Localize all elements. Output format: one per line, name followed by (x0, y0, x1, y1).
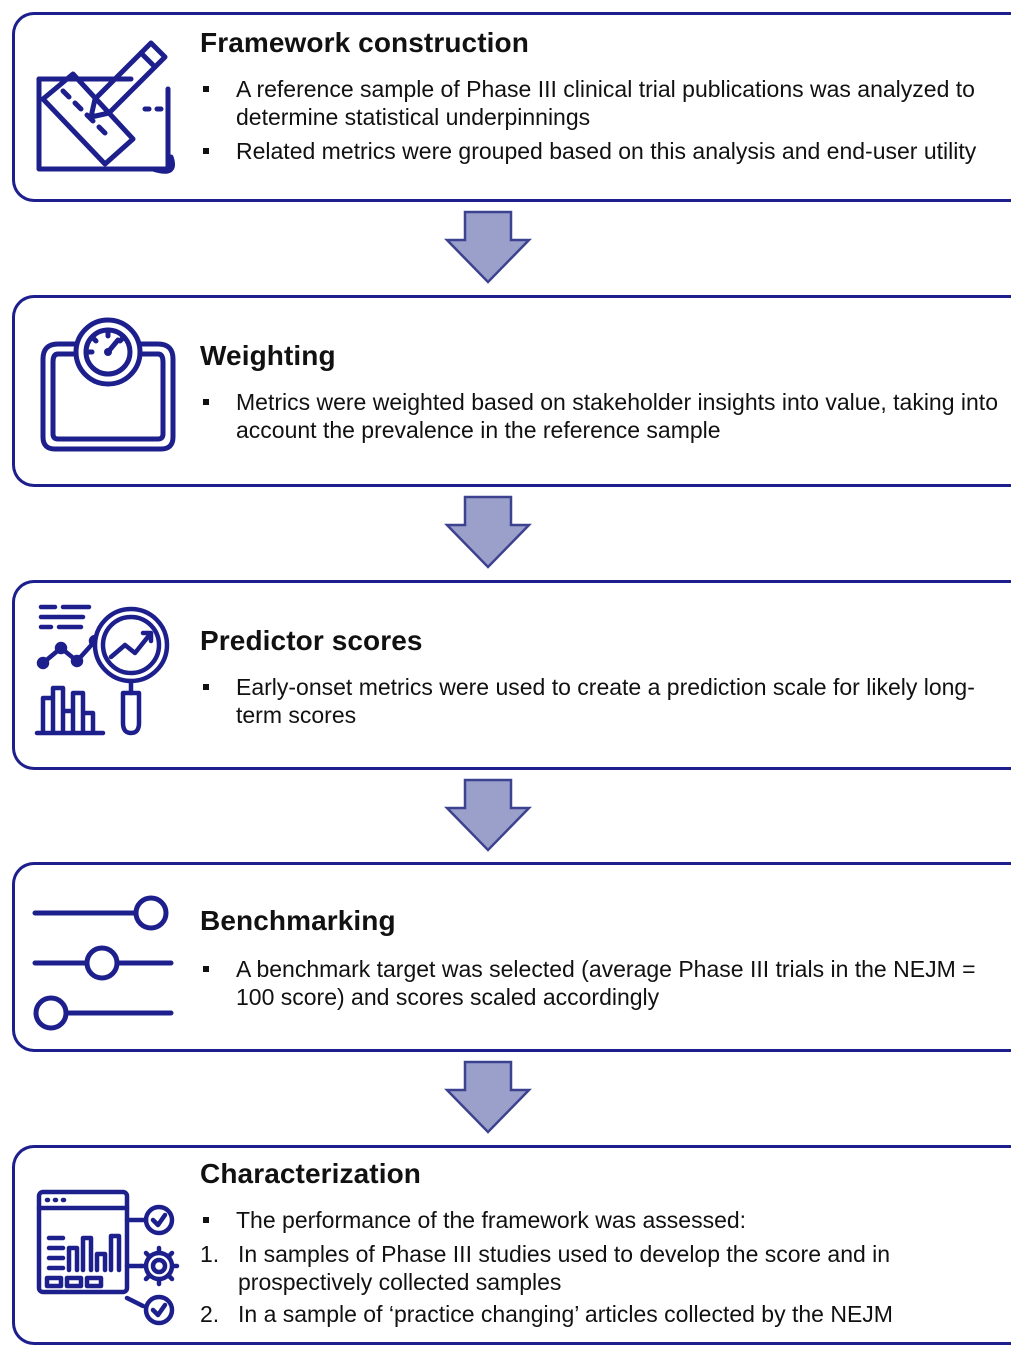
card-edge (1002, 295, 1011, 487)
pencil-ruler-icon (36, 40, 175, 174)
dashboard-settings-icon (36, 1189, 180, 1326)
down-arrow-icon (444, 210, 532, 284)
step-card-characterization: Characterization The performance of the … (12, 1145, 1011, 1345)
bullet-item: A reference sample of Phase III clinical… (200, 75, 990, 131)
numbered-list: 1. In samples of Phase III studies used t… (200, 1240, 1011, 1328)
bullet-list: A benchmark target was selected (average… (200, 955, 990, 1017)
analytics-magnifier-icon (34, 604, 170, 736)
card-edge (1002, 862, 1011, 1052)
step-card-benchmarking: Benchmarking A benchmark target was sele… (12, 862, 1011, 1052)
item-text: In samples of Phase III studies used to … (238, 1241, 891, 1295)
step-title: Weighting (200, 340, 336, 371)
weighing-scale-icon (40, 317, 176, 452)
step-title: Framework construction (200, 27, 529, 58)
card-edge (1002, 12, 1011, 202)
step-title: Benchmarking (200, 905, 396, 936)
step-card-weighting: Weighting Metrics were weighted based on… (12, 295, 1011, 487)
bullet-item: Metrics were weighted based on stakehold… (200, 388, 1000, 444)
bullet-item: Related metrics were grouped based on th… (200, 137, 990, 165)
down-arrow-icon (444, 495, 532, 569)
item-number: 1. (200, 1241, 220, 1267)
down-arrow-icon (444, 778, 532, 852)
step-title: Predictor scores (200, 625, 423, 656)
item-text: In a sample of ‘practice changing’ artic… (238, 1301, 893, 1327)
step-title: Characterization (200, 1158, 421, 1189)
numbered-item: 2. In a sample of ‘practice changing’ art… (200, 1300, 1011, 1328)
step-card-predictor-scores: Predictor scores Early-onset metrics wer… (12, 580, 1011, 770)
bullet-item: A benchmark target was selected (average… (200, 955, 990, 1011)
down-arrow-icon (444, 1060, 532, 1134)
numbered-list-container: 1. In samples of Phase III studies used t… (200, 1240, 1011, 1328)
bullet-item: Early-onset metrics were used to create … (200, 673, 1010, 729)
item-number: 2. (200, 1301, 220, 1327)
bullet-list: Early-onset metrics were used to create … (200, 673, 1010, 735)
slider-controls-icon (32, 895, 174, 1031)
bullet-list: A reference sample of Phase III clinical… (200, 75, 990, 171)
card-edge (1002, 580, 1011, 770)
bullet-list: Metrics were weighted based on stakehold… (200, 388, 1000, 450)
bullet-list: The performance of the framework was ass… (200, 1206, 1011, 1332)
numbered-item: 1. In samples of Phase III studies used t… (200, 1240, 1011, 1296)
bullet-item: The performance of the framework was ass… (200, 1206, 1011, 1234)
step-card-framework-construction: Framework construction A reference sampl… (12, 12, 1011, 202)
